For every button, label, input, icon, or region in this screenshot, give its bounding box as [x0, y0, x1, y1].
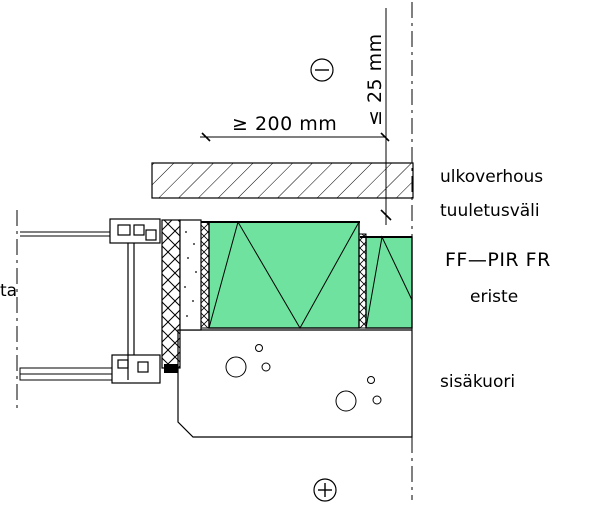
gap-dimension-label: ≤ 25 mm [364, 33, 386, 126]
panel-joint-right [358, 233, 367, 329]
ventilation-gap-label: tuuletusväli [440, 201, 540, 221]
jamb-board-outer [161, 219, 181, 369]
inside-symbol [313, 478, 337, 502]
insulation-title-label: FF—PIR FR [445, 249, 551, 271]
width-dimension [200, 132, 390, 142]
window-frame-profile [109, 218, 161, 384]
cladding-board [151, 162, 414, 199]
inner-shell [177, 329, 413, 438]
concrete-aggregate [225, 344, 382, 412]
panel-joint-left [200, 221, 210, 329]
left-cut-label: ta [0, 281, 17, 301]
cladding-label: ulkoverhous [440, 167, 543, 187]
jamb-board-inner-dots [184, 231, 197, 317]
gap-tick [380, 209, 392, 221]
insulation-sub-label: eriste [470, 287, 518, 307]
insulation-panel-left [208, 220, 360, 330]
inner-shell-label: sisäkuori [440, 372, 515, 392]
width-dimension-label: ≥ 200 mm [232, 113, 337, 135]
glazing-lines [19, 231, 113, 381]
insulation-panel-right [365, 235, 413, 329]
sealant-bead [164, 364, 178, 373]
jamb-board-inner [179, 219, 202, 331]
outside-symbol [310, 58, 334, 82]
